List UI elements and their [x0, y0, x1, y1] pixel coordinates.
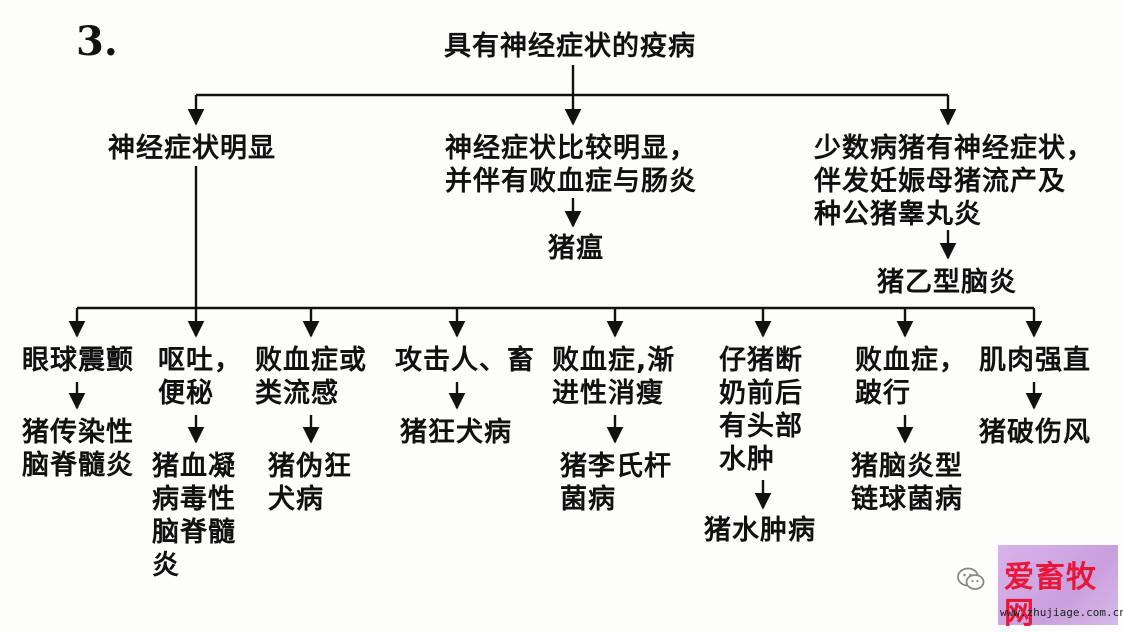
node-obvious-symptoms: 神经症状明显: [108, 133, 276, 164]
node-symptom-lameness: 败血症， 跛行: [855, 345, 967, 409]
node-symptom-attack: 攻击人、畜: [395, 345, 535, 376]
figure-number: 3.: [76, 18, 118, 65]
node-root: 具有神经症状的疫病: [444, 31, 696, 62]
node-result-listeria: 猪李氏杆 菌病: [560, 451, 672, 515]
node-symptom-septicemia-flu: 败血症或 类流感: [255, 345, 367, 409]
node-result-teschen: 猪传染性 脑脊髓炎: [22, 417, 134, 481]
node-japanese-encephalitis: 猪乙型脑炎: [877, 267, 1017, 298]
node-symptom-vomiting: 呕吐， 便秘: [158, 345, 242, 409]
node-result-hev: 猪血凝 病毒性 脑脊髓 炎: [152, 451, 236, 581]
node-symptom-edema: 仔猪断 奶前后 有头部 水肿: [719, 345, 803, 475]
node-symptom-wasting: 败血症,渐 进性消瘦: [552, 345, 676, 409]
node-moderate-symptoms: 神经症状比较明显， 并伴有败血症与肠炎: [445, 133, 697, 197]
node-result-tetanus: 猪破伤风: [979, 417, 1091, 448]
node-result-pseudorabies: 猪伪狂 犬病: [268, 451, 352, 515]
node-symptom-rigidity: 肌肉强直: [979, 345, 1091, 376]
node-result-edema-disease: 猪水肿病: [704, 515, 816, 546]
node-symptom-nystagmus: 眼球震颤: [22, 345, 134, 376]
node-result-streptococcus: 猪脑炎型 链球菌病: [851, 451, 963, 515]
node-swine-fever: 猪瘟: [548, 233, 604, 264]
watermark-url: www.zhujiage.com.cn: [1000, 606, 1123, 619]
node-few-symptoms: 少数病猪有神经症状， 伴发妊娠母猪流产及 种公猪睾丸炎: [814, 133, 1094, 230]
wechat-icon: [957, 567, 985, 590]
node-result-rabies: 猪狂犬病: [400, 417, 512, 448]
watermark-text: 爱畜牧网: [1004, 560, 1097, 631]
watermark-background: [998, 545, 1118, 625]
